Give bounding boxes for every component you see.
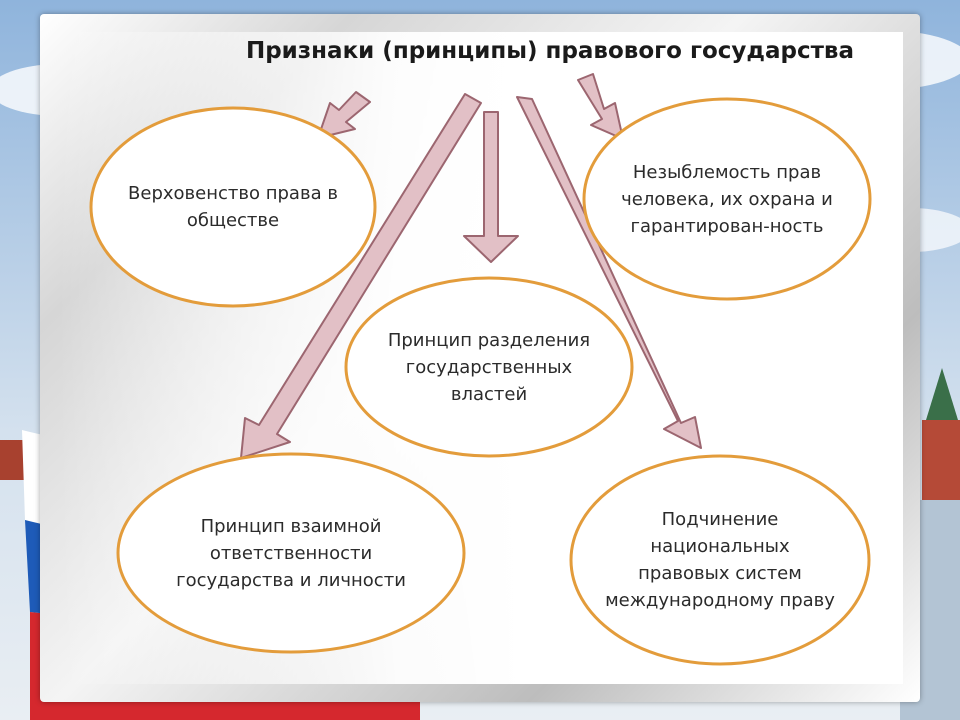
node-international-law-supremacy: Подчинение национальных правовых систем … <box>570 455 870 665</box>
node-label: Принцип взаимной ответственности государ… <box>176 515 406 591</box>
arrow-to-b4 <box>240 93 482 459</box>
kremlin-right-tower <box>922 368 960 510</box>
bubble-b2-outline <box>582 97 872 301</box>
node-label: Верховенство права в обществе <box>128 183 338 231</box>
bubble-outlines <box>89 97 872 666</box>
node-label: Принцип разделения государственных власт… <box>387 329 591 405</box>
bubble-b4-outline <box>116 452 466 654</box>
arrow-to-b3 <box>463 111 519 263</box>
bubble-b5-outline <box>569 454 871 666</box>
bubble-b1-outline <box>89 106 377 308</box>
node-label: Незыблемость прав человека, их охрана и … <box>621 161 833 237</box>
node-label: Подчинение национальных правовых систем … <box>605 509 835 611</box>
node-mutual-responsibility: Принцип взаимной ответственности государ… <box>117 453 465 653</box>
arrow-to-b1 <box>317 91 371 139</box>
node-separation-of-powers: Принцип разделения государственных власт… <box>345 277 633 457</box>
node-inviolability-of-human-rights: Незыблемость прав человека, их охрана и … <box>583 98 871 300</box>
arrow-to-b5 <box>516 96 702 449</box>
node-supremacy-of-law: Верховенство права в обществе <box>90 107 376 307</box>
arrow-to-b2 <box>577 73 624 140</box>
bubble-b3-outline <box>344 276 634 458</box>
diagram-title: Признаки (принципы) правового государств… <box>245 38 855 64</box>
arrow-group <box>240 73 702 459</box>
